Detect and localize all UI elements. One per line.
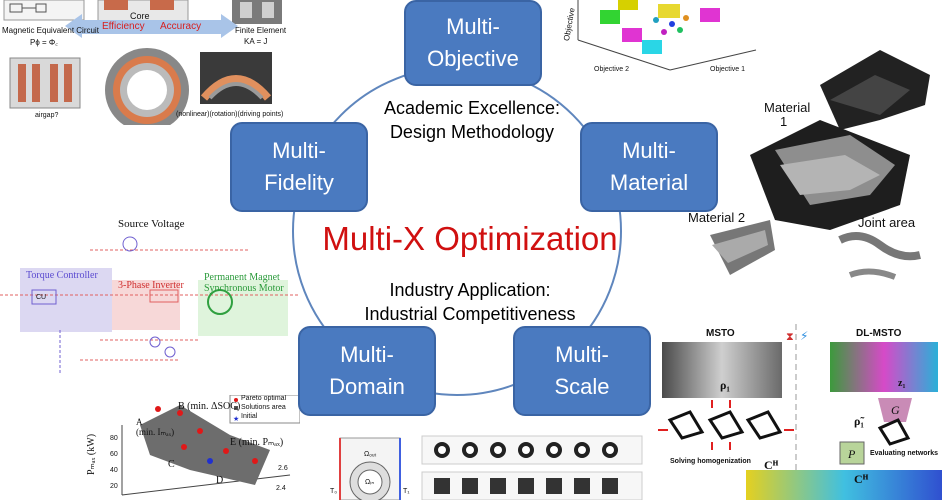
svg-text:★: ★ xyxy=(233,415,239,423)
accuracy-label: Accuracy xyxy=(160,21,202,32)
node-material-line2: Material xyxy=(609,170,689,195)
y-tick-20: 20 xyxy=(110,483,118,490)
center-title: Multi-X Optimization xyxy=(322,220,618,257)
finite-element-label: Finite Element xyxy=(235,26,287,35)
cu-label: CU xyxy=(36,294,47,301)
node-multi-scale: Multi- Scale xyxy=(513,326,651,416)
msto-figure: ⧗ ⚡ xyxy=(658,324,942,500)
node-material-line1: Multi- xyxy=(622,138,676,164)
solving-homogenization-label: Solving homogenization xyxy=(670,458,751,465)
magnetic-equation: Pɸ = Φ꜀ xyxy=(30,38,59,47)
academic-line-1: Academic Excellence: xyxy=(383,98,561,118)
material-1-label: Material xyxy=(764,100,811,115)
node-objective-line2: Objective xyxy=(427,46,519,71)
inverter-label: 3-Phase Inverter xyxy=(118,280,184,291)
rho-label: ρ₁ xyxy=(720,378,731,392)
msto-label: MSTO xyxy=(706,328,735,339)
point-a-label: A (min. Iₘₐₓ) xyxy=(136,417,175,437)
fem-note: (nonlinear)(rotation)(driving points) xyxy=(176,111,284,118)
objective-1-label: Objective 1 xyxy=(710,66,746,73)
joint-area-label: Joint area xyxy=(858,215,916,230)
efficiency-label: Efficiency xyxy=(102,21,145,32)
legend-pareto: Pareto optimal xyxy=(241,395,287,402)
y-axis-label: Pₘₐₓ (kW) xyxy=(86,433,97,475)
magnetic-circuit-label: Magnetic Equivalent Circuit xyxy=(2,26,99,35)
evaluating-networks-label: Evaluating networks xyxy=(870,450,939,457)
industry-line-1: Industry Application: xyxy=(389,280,551,300)
material-2-label: Material 2 xyxy=(688,210,746,225)
node-multi-material: Multi- Material xyxy=(580,122,718,212)
x-tick-26: 2.6 xyxy=(278,465,288,472)
ch-label: Cᴴ xyxy=(764,458,779,472)
omega-out-label: Ωₒᵤₜ xyxy=(364,451,377,458)
node-multi-objective: Multi- Objective xyxy=(404,0,542,86)
t1-label: T₁ xyxy=(403,488,410,495)
fem-equation: KA = J xyxy=(244,37,268,46)
y-tick-60: 60 xyxy=(110,451,118,458)
domain-circuit-illustration: Source Voltage Torque Controller 3-Phase… xyxy=(0,210,300,380)
point-d-label: D xyxy=(216,475,224,486)
scale-msto-illustration: ⧗ ⚡ MSTO DL-MSTO ρ₁ z₁ G ρ̃₁ P Cᴴ Cᴴ Sol… xyxy=(650,320,942,500)
y-tick-80: 80 xyxy=(110,435,118,442)
material-figure xyxy=(710,50,930,280)
node-fidelity-line2: Fidelity xyxy=(264,170,334,195)
point-e-label: E (min. Pₘₐₓ) xyxy=(230,437,284,448)
unitcell-figure xyxy=(339,435,643,500)
airgap-label: airgap? xyxy=(35,112,59,119)
circuit-diagram xyxy=(0,236,300,375)
motor-label: Permanent Magnet Synchronous Motor xyxy=(204,272,284,294)
pareto-surface: ★ xyxy=(121,395,300,496)
domain-pareto-plot: ★ Pareto optimal Solutions area Initial … xyxy=(80,395,300,500)
academic-caption: Academic Excellence: Design Methodology xyxy=(352,96,592,145)
source-voltage-label: Source Voltage xyxy=(118,218,185,230)
objective-illustration: Objective Objective 2 Objective 1 xyxy=(560,0,760,80)
z-label: z₁ xyxy=(898,378,906,389)
industry-caption: Industry Application: Industrial Competi… xyxy=(330,278,610,327)
legend-initial: Initial xyxy=(241,413,258,420)
svg-text:⧗: ⧗ xyxy=(786,330,794,343)
node-scale-line2: Scale xyxy=(554,374,610,399)
academic-line-2: Design Methodology xyxy=(389,122,555,143)
industry-line-2: Industrial Competitiveness xyxy=(364,304,576,325)
node-multi-domain: Multi- Domain xyxy=(298,326,436,416)
point-c-label: C xyxy=(168,459,175,470)
ch-label-dl: Cᴴ xyxy=(854,472,869,486)
p-block-label: P xyxy=(848,447,856,461)
torque-controller-label: Torque Controller xyxy=(26,270,98,281)
fidelity-figure xyxy=(3,0,282,125)
material-1-number: 1 xyxy=(780,114,788,129)
node-fidelity-line1: Multi- xyxy=(272,138,326,164)
x-tick-24: 2.4 xyxy=(276,485,286,492)
y-tick-40: 40 xyxy=(110,467,118,474)
node-objective-line1: Multi- xyxy=(446,14,500,40)
svg-text:⚡: ⚡ xyxy=(800,329,808,343)
legend-solutions: Solutions area xyxy=(241,404,286,411)
dl-msto-label: DL-MSTO xyxy=(856,328,902,339)
objective-2-label: Objective 2 xyxy=(594,66,630,73)
g-block-label: G xyxy=(891,403,900,417)
node-domain-line2: Domain xyxy=(329,374,405,399)
node-domain-line1: Multi- xyxy=(340,342,394,368)
rho-tilde-label: ρ̃₁ xyxy=(854,414,865,428)
core-label: Core xyxy=(130,11,150,21)
scale-unitcell-illustration: Ωₒᵤₜ Ωᵢₙ T₀ T₁ xyxy=(330,430,650,500)
t0-label: T₀ xyxy=(330,488,338,495)
omega-in-label: Ωᵢₙ xyxy=(365,479,375,486)
material-illustration: Material 1 Material 2 Joint area xyxy=(680,45,942,305)
point-b-label: B (min. ΔSOC) xyxy=(178,401,241,412)
node-multi-fidelity: Multi- Fidelity xyxy=(230,122,368,212)
node-scale-line1: Multi- xyxy=(555,342,609,368)
fidelity-illustration: Core Efficiency Accuracy Magnetic Equiva… xyxy=(0,0,290,125)
pareto-3d-plot xyxy=(577,0,757,71)
